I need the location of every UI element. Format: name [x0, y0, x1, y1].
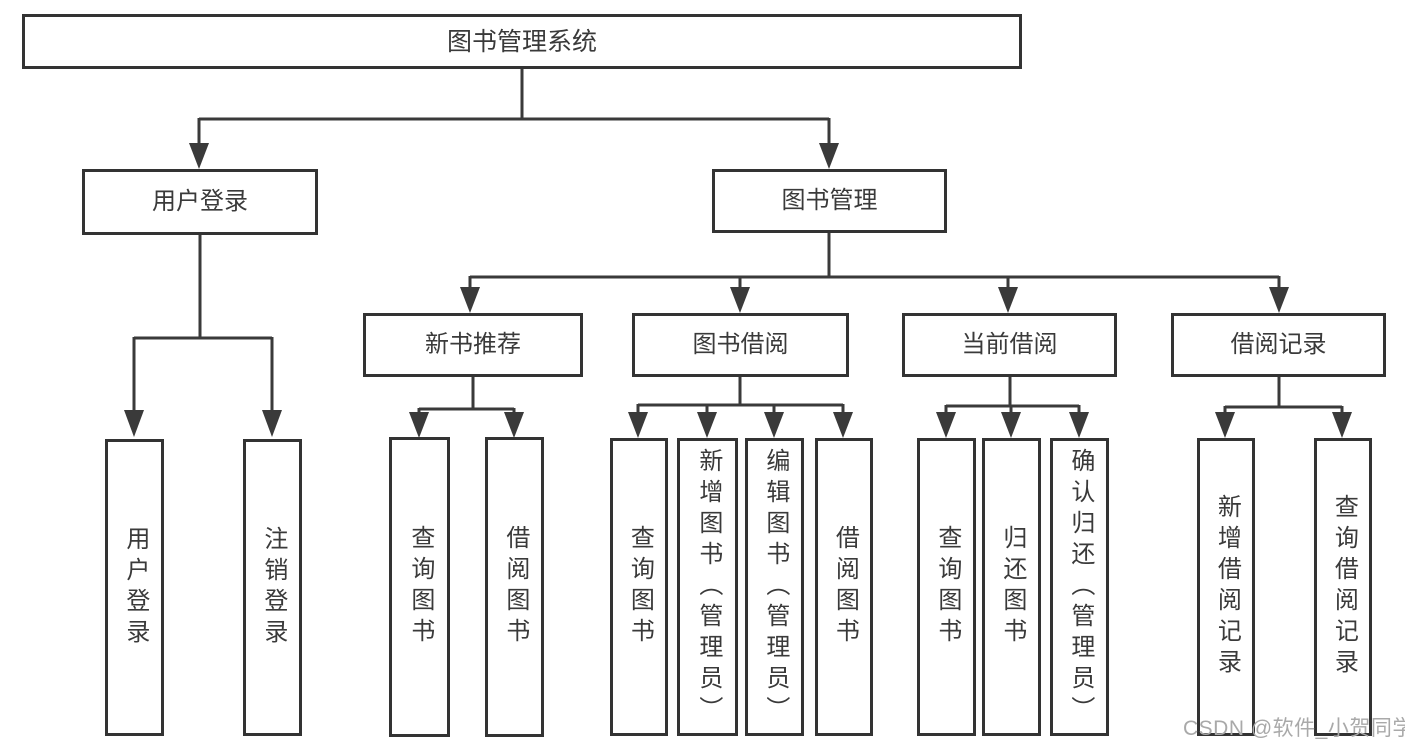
arrow-down-icon [628, 412, 648, 438]
node-user-login: 用户登录 [105, 439, 164, 736]
edge-current-split [944, 376, 1081, 416]
arrowheads [124, 143, 1352, 438]
node-new-book-recommend: 新书推荐 [363, 313, 583, 377]
arrow-down-icon [409, 412, 429, 438]
arrow-down-icon [460, 287, 480, 313]
node-add-borrow-record: 新增借阅记录 [1197, 438, 1255, 736]
node-add-book-admin: 新增图书（管理员） [677, 438, 738, 736]
arrow-down-icon [1332, 412, 1352, 438]
arrow-down-icon [1069, 412, 1089, 438]
edge-newbook-split [417, 376, 516, 416]
arrow-down-icon [504, 412, 524, 438]
edge-bookmgmt-split [468, 232, 1281, 291]
arrow-down-icon [764, 412, 784, 438]
arrow-down-icon [189, 143, 209, 169]
node-edit-book-admin: 编辑图书（管理员） [745, 438, 804, 736]
node-confirm-return-admin: 确认归还（管理员） [1050, 438, 1109, 736]
arrow-down-icon [124, 410, 144, 437]
arrow-down-icon [1215, 412, 1235, 438]
edge-borrow-split [636, 376, 845, 416]
node-query-book-3: 查询图书 [917, 438, 976, 736]
arrow-down-icon [819, 143, 839, 169]
arrow-down-icon [936, 412, 956, 438]
arrow-down-icon [1269, 287, 1289, 313]
arrow-down-icon [697, 412, 717, 438]
node-user-login-group: 用户登录 [82, 169, 318, 235]
node-query-borrow-record: 查询借阅记录 [1314, 438, 1372, 736]
node-borrow-records: 借阅记录 [1171, 313, 1386, 377]
arrow-down-icon [262, 410, 282, 437]
edge-userlogin-split [132, 235, 274, 413]
edge-records-split [1223, 376, 1344, 416]
node-current-borrow: 当前借阅 [902, 313, 1117, 377]
node-book-borrow: 图书借阅 [632, 313, 849, 377]
node-borrow-book-1: 借阅图书 [485, 437, 544, 737]
arrow-down-icon [730, 287, 750, 313]
node-book-management: 图书管理 [712, 169, 947, 233]
edge-root-split [197, 69, 831, 146]
edge-lines [132, 69, 1344, 416]
node-return-book: 归还图书 [982, 438, 1041, 736]
arrow-down-icon [998, 287, 1018, 313]
node-root: 图书管理系统 [22, 14, 1022, 69]
node-query-book-2: 查询图书 [610, 438, 668, 736]
node-borrow-book-2: 借阅图书 [815, 438, 873, 736]
node-query-book-1: 查询图书 [389, 437, 450, 737]
arrow-down-icon [1001, 412, 1021, 438]
node-logout: 注销登录 [243, 439, 302, 736]
arrow-down-icon [833, 412, 853, 438]
csdn-watermark: CSDN @软件_小贺同学 [1183, 717, 1405, 740]
